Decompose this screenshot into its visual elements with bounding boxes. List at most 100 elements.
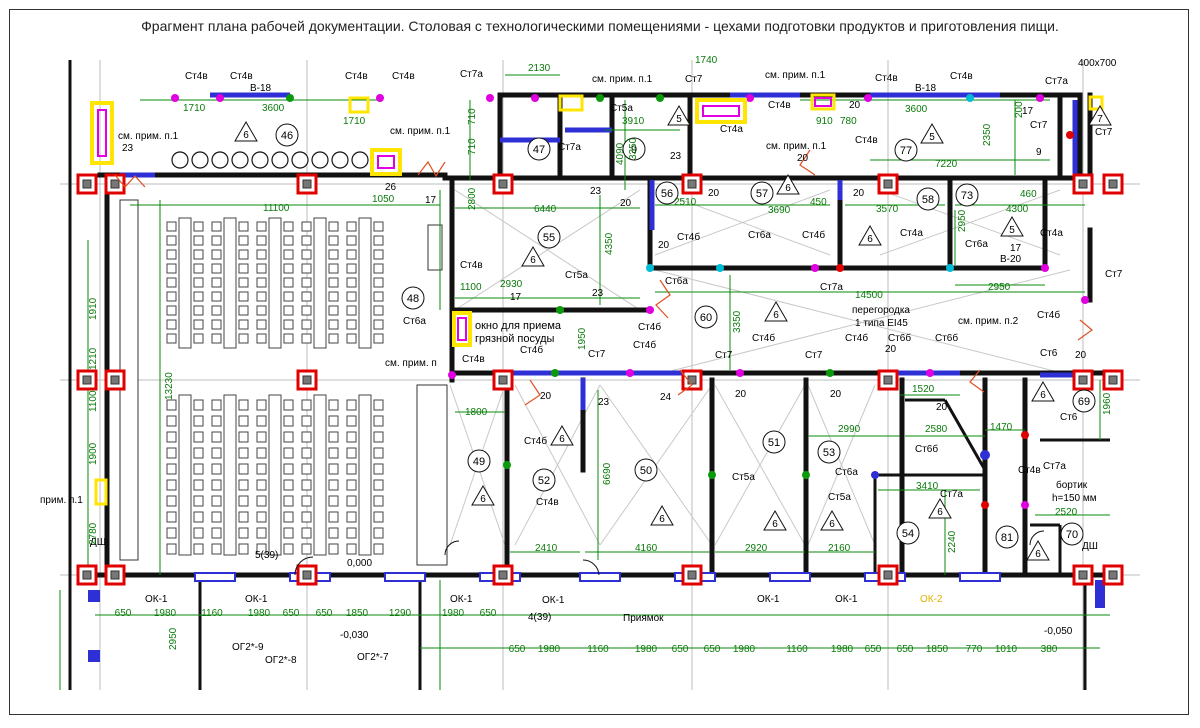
svg-text:55: 55 — [543, 232, 555, 244]
shower-tag: ДШ — [90, 537, 106, 548]
small-num: 26 — [385, 182, 397, 193]
chair — [211, 399, 222, 411]
dining-table — [178, 394, 192, 556]
leader-zigzags — [114, 149, 1093, 406]
dining-table — [358, 394, 372, 556]
wall-tag: Ст4а — [900, 228, 923, 239]
chain-dimension: 650 — [316, 608, 333, 619]
room-label: 47 — [527, 137, 551, 161]
dim: 3600 — [262, 103, 285, 114]
wall-tag: Ст4б — [524, 435, 547, 447]
level-mark: -0,050 — [1044, 626, 1073, 637]
axis-marker — [877, 564, 899, 586]
chain-dimension: 1850 — [346, 608, 369, 619]
chain-dimension: 650 — [283, 608, 300, 619]
axis-marker — [104, 564, 126, 586]
category-triangle: 6 — [234, 121, 258, 142]
wall-tag: Ст7а — [1045, 76, 1068, 87]
chair — [346, 463, 357, 475]
dining-table — [268, 394, 282, 556]
svg-text:6: 6 — [530, 255, 536, 266]
chair — [193, 333, 204, 344]
chair — [346, 319, 357, 330]
chair — [373, 319, 384, 330]
small-num: 20 — [853, 188, 865, 199]
chain-dimension: 1980 — [442, 608, 465, 619]
dim: 2410 — [535, 543, 558, 554]
level-mark: 0,000 — [347, 558, 372, 569]
chain-dimension: 380 — [1041, 644, 1058, 655]
category-triangle: 6 — [764, 301, 788, 322]
chair — [166, 249, 177, 260]
axis-marker — [76, 369, 98, 391]
dim: 2950 — [168, 627, 179, 650]
svg-text:5: 5 — [1009, 225, 1015, 236]
chair — [328, 479, 339, 491]
chair — [166, 415, 177, 427]
chair — [301, 479, 312, 491]
chair — [238, 479, 249, 491]
category-triangle: 6 — [650, 505, 674, 526]
partition-note: перегородка — [852, 305, 910, 316]
opening-tag: ОГ2*-8 — [265, 655, 297, 666]
wall-tag: Ст4в — [855, 135, 878, 146]
chair — [301, 291, 312, 302]
window-tag: ОК-1 — [145, 594, 168, 605]
chair — [301, 415, 312, 427]
dining-table — [223, 217, 237, 349]
svg-text:9: 9 — [631, 144, 637, 156]
wall-tag: Ст6 — [1060, 412, 1078, 423]
small-num: 20 — [830, 389, 842, 400]
ref-note: см. прим. п.1 — [766, 141, 827, 152]
chain-dimension: 650 — [704, 644, 721, 655]
dim: 1100 — [460, 282, 482, 293]
room-label: 56 — [655, 181, 679, 205]
chair — [373, 305, 384, 316]
wall-tag: Ст7 — [1030, 120, 1048, 131]
window-tags: ОК-1 ОК-1 ОК-1 ОК-1 ОК-1 ОК-1 ОК-2 — [145, 594, 943, 606]
wall-tag: Ст7а — [820, 282, 843, 293]
small-num: 24 — [660, 392, 672, 403]
chair — [211, 543, 222, 555]
chair — [256, 527, 267, 539]
small-num: 17 — [1022, 106, 1034, 117]
chair — [373, 291, 384, 302]
wall-tag: Ст4в — [185, 71, 208, 82]
wall-tag: Ст4в — [460, 260, 483, 271]
axis-marker — [492, 369, 514, 391]
opening-size: 400х700 — [1078, 58, 1117, 69]
chair — [346, 447, 357, 459]
chair — [373, 399, 384, 411]
chair — [256, 463, 267, 475]
chair — [328, 319, 339, 330]
chair — [283, 415, 294, 427]
svg-text:77: 77 — [900, 145, 912, 157]
room-label: 73 — [955, 183, 979, 207]
chair — [166, 263, 177, 274]
doors — [294, 530, 1045, 576]
category-triangle: 7 — [1088, 105, 1112, 126]
wall-tag: Ст5а — [732, 472, 755, 483]
chair — [166, 235, 177, 246]
wall-tag: Ст7 — [805, 350, 823, 361]
svg-text:70: 70 — [1066, 529, 1078, 541]
chair — [283, 479, 294, 491]
wall-tag: Ст7 — [685, 74, 703, 85]
chair — [346, 291, 357, 302]
chair — [301, 221, 312, 232]
chair — [346, 333, 357, 344]
chair — [166, 479, 177, 491]
axis-marker — [681, 369, 703, 391]
chair — [256, 543, 267, 555]
room-label: 48 — [401, 286, 425, 310]
chain-dimension: 1160 — [786, 644, 808, 655]
room-label: 54 — [896, 521, 920, 545]
chair — [346, 399, 357, 411]
chair — [301, 249, 312, 260]
dim: 4350 — [604, 232, 615, 255]
chair — [328, 447, 339, 459]
chair — [256, 431, 267, 443]
wall-tag: Ст6б — [935, 332, 958, 344]
svg-text:52: 52 — [538, 475, 550, 487]
wall-tag: Ст4в — [1018, 465, 1041, 476]
